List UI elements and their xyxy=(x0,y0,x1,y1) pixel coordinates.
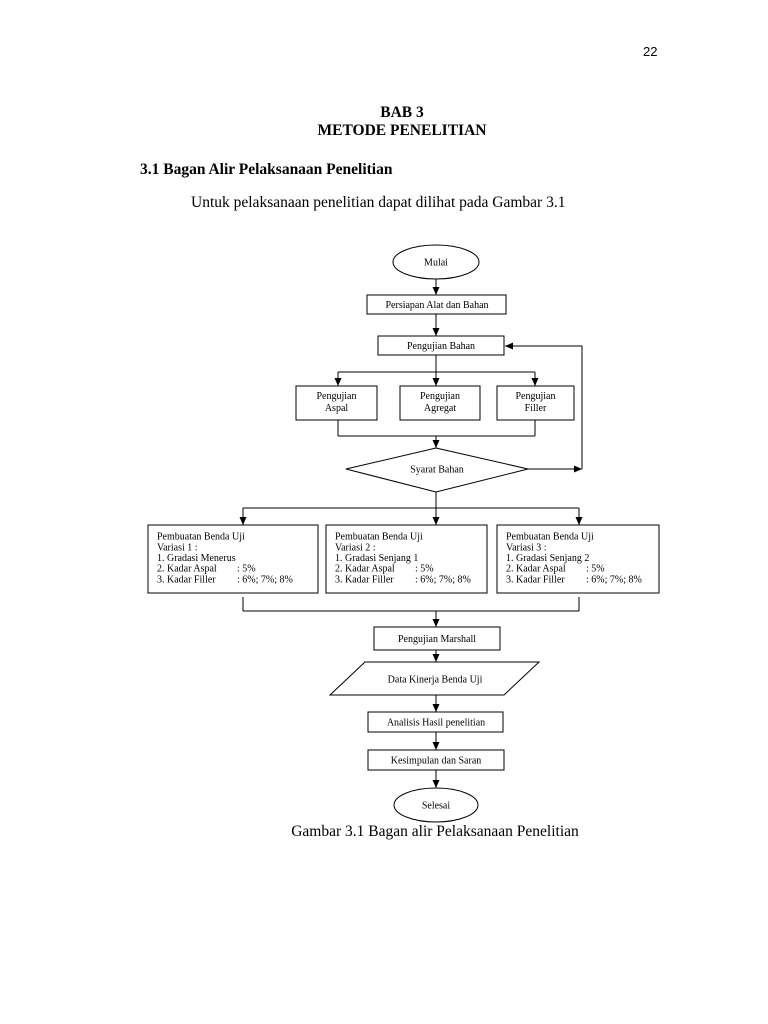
conclusion-label: Kesimpulan dan Saran xyxy=(391,756,482,767)
marshall-test-box xyxy=(373,626,501,651)
variation-1-kadar-aspal: 2. Kadar Aspal xyxy=(157,564,217,575)
variation-3-kadar-aspal-value: : 5% xyxy=(586,564,605,575)
analysis-label: Analisis Hasil penelitian xyxy=(387,718,485,729)
decision-label: Syarat Bahan xyxy=(410,465,464,476)
asphalt-test-label-line2: Aspal xyxy=(325,403,349,414)
variation-3-kadar-filler-value: : 6%; 7%; 8% xyxy=(586,575,642,586)
variation-1-kadar-filler: 3. Kadar Filler xyxy=(157,575,216,586)
end-node: Selesai xyxy=(393,787,479,823)
section-heading: 3.1 Bagan Alir Pelaksanaan Penelitian xyxy=(140,161,393,178)
variation-3-kadar-filler: 3. Kadar Filler xyxy=(506,575,565,586)
aggregate-test-label-line1: Pengujian xyxy=(420,391,460,402)
variation-3-node: Pembuatan Benda Uji Variasi 3 : 1. Grada… xyxy=(496,524,660,594)
connector-variations-merge xyxy=(242,597,580,612)
page-number: 22 xyxy=(643,44,658,59)
aggregate-test-node: Pengujian Agregat xyxy=(399,385,481,421)
variation-1-subtitle: Variasi 1 : xyxy=(157,543,198,554)
variation-2-subtitle: Variasi 2 : xyxy=(335,543,376,554)
preparation-label: Persiapan Alat dan Bahan xyxy=(385,300,488,311)
variation-1-kadar-aspal-value: : 5% xyxy=(237,564,256,575)
variation-2-kadar-filler-value: : 6%; 7%; 8% xyxy=(415,575,471,586)
variation-1-kadar-filler-value: : 6%; 7%; 8% xyxy=(237,575,293,586)
asphalt-test-label-line1: Pengujian xyxy=(317,391,357,402)
variation-2-box xyxy=(325,524,488,594)
figure-caption: Gambar 3.1 Bagan alir Pelaksanaan Peneli… xyxy=(291,823,579,840)
variation-2-kadar-aspal: 2. Kadar Aspal xyxy=(335,564,395,575)
connector-tests-merge xyxy=(337,420,536,437)
asphalt-test-node: Pengujian Aspal xyxy=(295,385,378,421)
connector-material-test-split xyxy=(338,355,535,373)
start-label: Mulai xyxy=(424,258,448,269)
variation-1-node: Pembuatan Benda Uji Variasi 1 : 1. Grada… xyxy=(147,524,319,594)
variation-1-box xyxy=(147,524,319,594)
connector-decision-split xyxy=(243,492,579,509)
variation-2-node: Pembuatan Benda Uji Variasi 2 : 1. Grada… xyxy=(325,524,488,594)
variation-1-gradasi: 1. Gradasi Menerus xyxy=(157,553,236,564)
variation-3-kadar-aspal: 2. Kadar Aspal xyxy=(506,564,566,575)
analysis-node: Analisis Hasil penelitian xyxy=(367,711,504,733)
variation-3-box xyxy=(496,524,660,594)
aggregate-test-label-line2: Agregat xyxy=(424,403,456,414)
data-parallelogram xyxy=(328,661,541,696)
asphalt-test-box xyxy=(295,385,378,421)
aggregate-test-box xyxy=(399,385,481,421)
end-label: Selesai xyxy=(422,801,451,812)
chapter-title: METODE PENELITIAN xyxy=(317,122,487,139)
material-test-node: Pengujian Bahan xyxy=(377,335,505,356)
marshall-test-node: Pengujian Marshall xyxy=(373,626,501,651)
filler-test-label-line2: Filler xyxy=(525,403,547,414)
material-test-box xyxy=(377,335,505,356)
variation-3-subtitle: Variasi 3 : xyxy=(506,543,547,554)
start-node: Mulai xyxy=(392,244,480,280)
feedback-arrow-loop xyxy=(505,342,583,469)
end-terminator xyxy=(393,787,479,823)
marshall-test-label: Pengujian Marshall xyxy=(398,634,476,645)
filler-test-box xyxy=(496,385,575,421)
material-test-label: Pengujian Bahan xyxy=(407,341,475,352)
conclusion-node: Kesimpulan dan Saran xyxy=(367,749,505,771)
data-label: Data Kinerja Benda Uji xyxy=(388,675,483,686)
variation-3-gradasi: 1. Gradasi Senjang 2 xyxy=(506,553,589,564)
filler-test-label-line1: Pengujian xyxy=(516,391,556,402)
decision-node: Syarat Bahan xyxy=(345,447,529,493)
filler-test-node: Pengujian Filler xyxy=(496,385,575,421)
variation-2-kadar-filler: 3. Kadar Filler xyxy=(335,575,394,586)
variation-1-title: Pembuatan Benda Uji xyxy=(157,532,245,543)
variation-3-title: Pembuatan Benda Uji xyxy=(506,532,594,543)
data-node: Data Kinerja Benda Uji xyxy=(328,661,541,696)
variation-2-kadar-aspal-value: : 5% xyxy=(415,564,434,575)
preparation-node: Persiapan Alat dan Bahan xyxy=(366,294,507,315)
variation-2-gradasi: 1. Gradasi Senjang 1 xyxy=(335,553,418,564)
chapter-number: BAB 3 xyxy=(380,104,424,121)
intro-paragraph: Untuk pelaksanaan penelitian dapat dilih… xyxy=(191,194,566,211)
variation-2-title: Pembuatan Benda Uji xyxy=(335,532,423,543)
